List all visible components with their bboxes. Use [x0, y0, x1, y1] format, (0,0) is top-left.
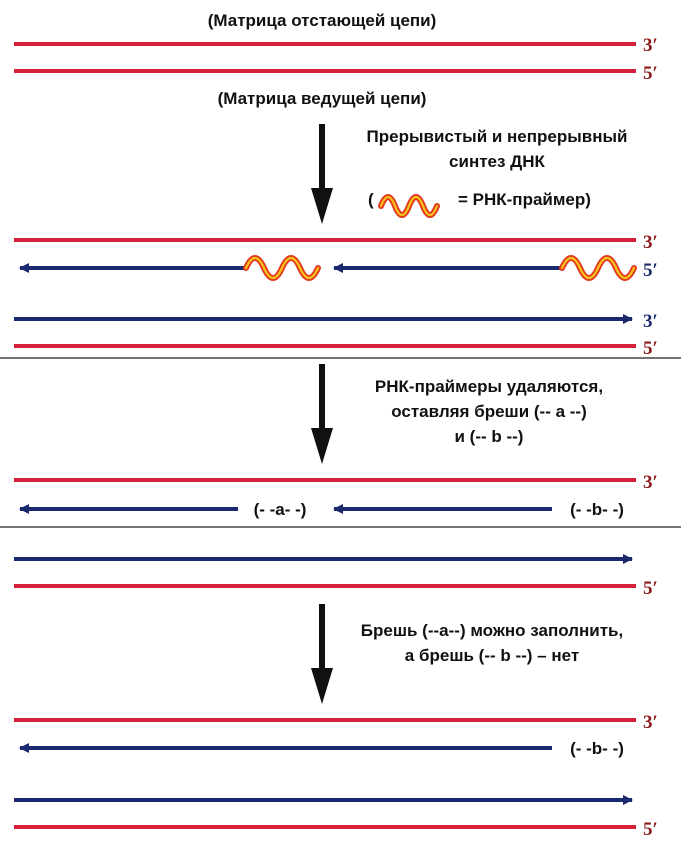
end-label-5prime: 5′	[643, 338, 658, 359]
step2-caption-line1: РНК-праймеры удаляются,	[375, 377, 603, 396]
step2-caption-line2: оставляя бреши (-- a --)	[391, 402, 587, 421]
step3-caption-line2: а брешь (-- b --) – нет	[405, 646, 579, 665]
rna-primer-legend-icon	[378, 194, 440, 218]
gap-a-label: (- -a- -)	[254, 500, 307, 519]
legend-open-paren: (	[368, 190, 374, 209]
step2-caption-line3: и (-- b --)	[455, 427, 524, 446]
gap-b-label: (- -b- -)	[570, 739, 624, 758]
rna-primer-left	[243, 255, 321, 281]
end-label-5prime: 5′	[643, 578, 658, 599]
end-label-3prime: 3′	[643, 712, 658, 733]
end-label-3prime: 3′	[643, 35, 658, 56]
end-label-3prime: 3′	[643, 472, 658, 493]
step3-caption-line1: Брешь (--a--) можно заполнить,	[361, 621, 623, 640]
step1-caption-line1: Прерывистый и непрерывный	[367, 127, 628, 146]
gap-b-label: (- -b- -)	[570, 500, 624, 519]
end-label-5prime: 5′	[643, 260, 658, 281]
primer-legend: ( = РНК-праймер)	[368, 190, 591, 218]
rna-primer-right	[559, 255, 637, 281]
legend-equals-text: = РНК-праймер)	[458, 190, 591, 209]
end-label-5prime: 5′	[643, 63, 658, 84]
step1-caption-line2: синтез ДНК	[449, 152, 546, 171]
end-label-3prime: 3′	[643, 311, 658, 332]
leading-template-label: (Матрица ведущей цепи)	[218, 89, 427, 108]
end-label-5prime: 5′	[643, 819, 658, 840]
lagging-template-label: (Матрица отстающей цепи)	[208, 11, 437, 30]
end-label-3prime: 3′	[643, 232, 658, 253]
down-arrow-step1	[311, 124, 333, 224]
down-arrow-step3	[311, 604, 333, 704]
down-arrow-step2	[311, 364, 333, 464]
